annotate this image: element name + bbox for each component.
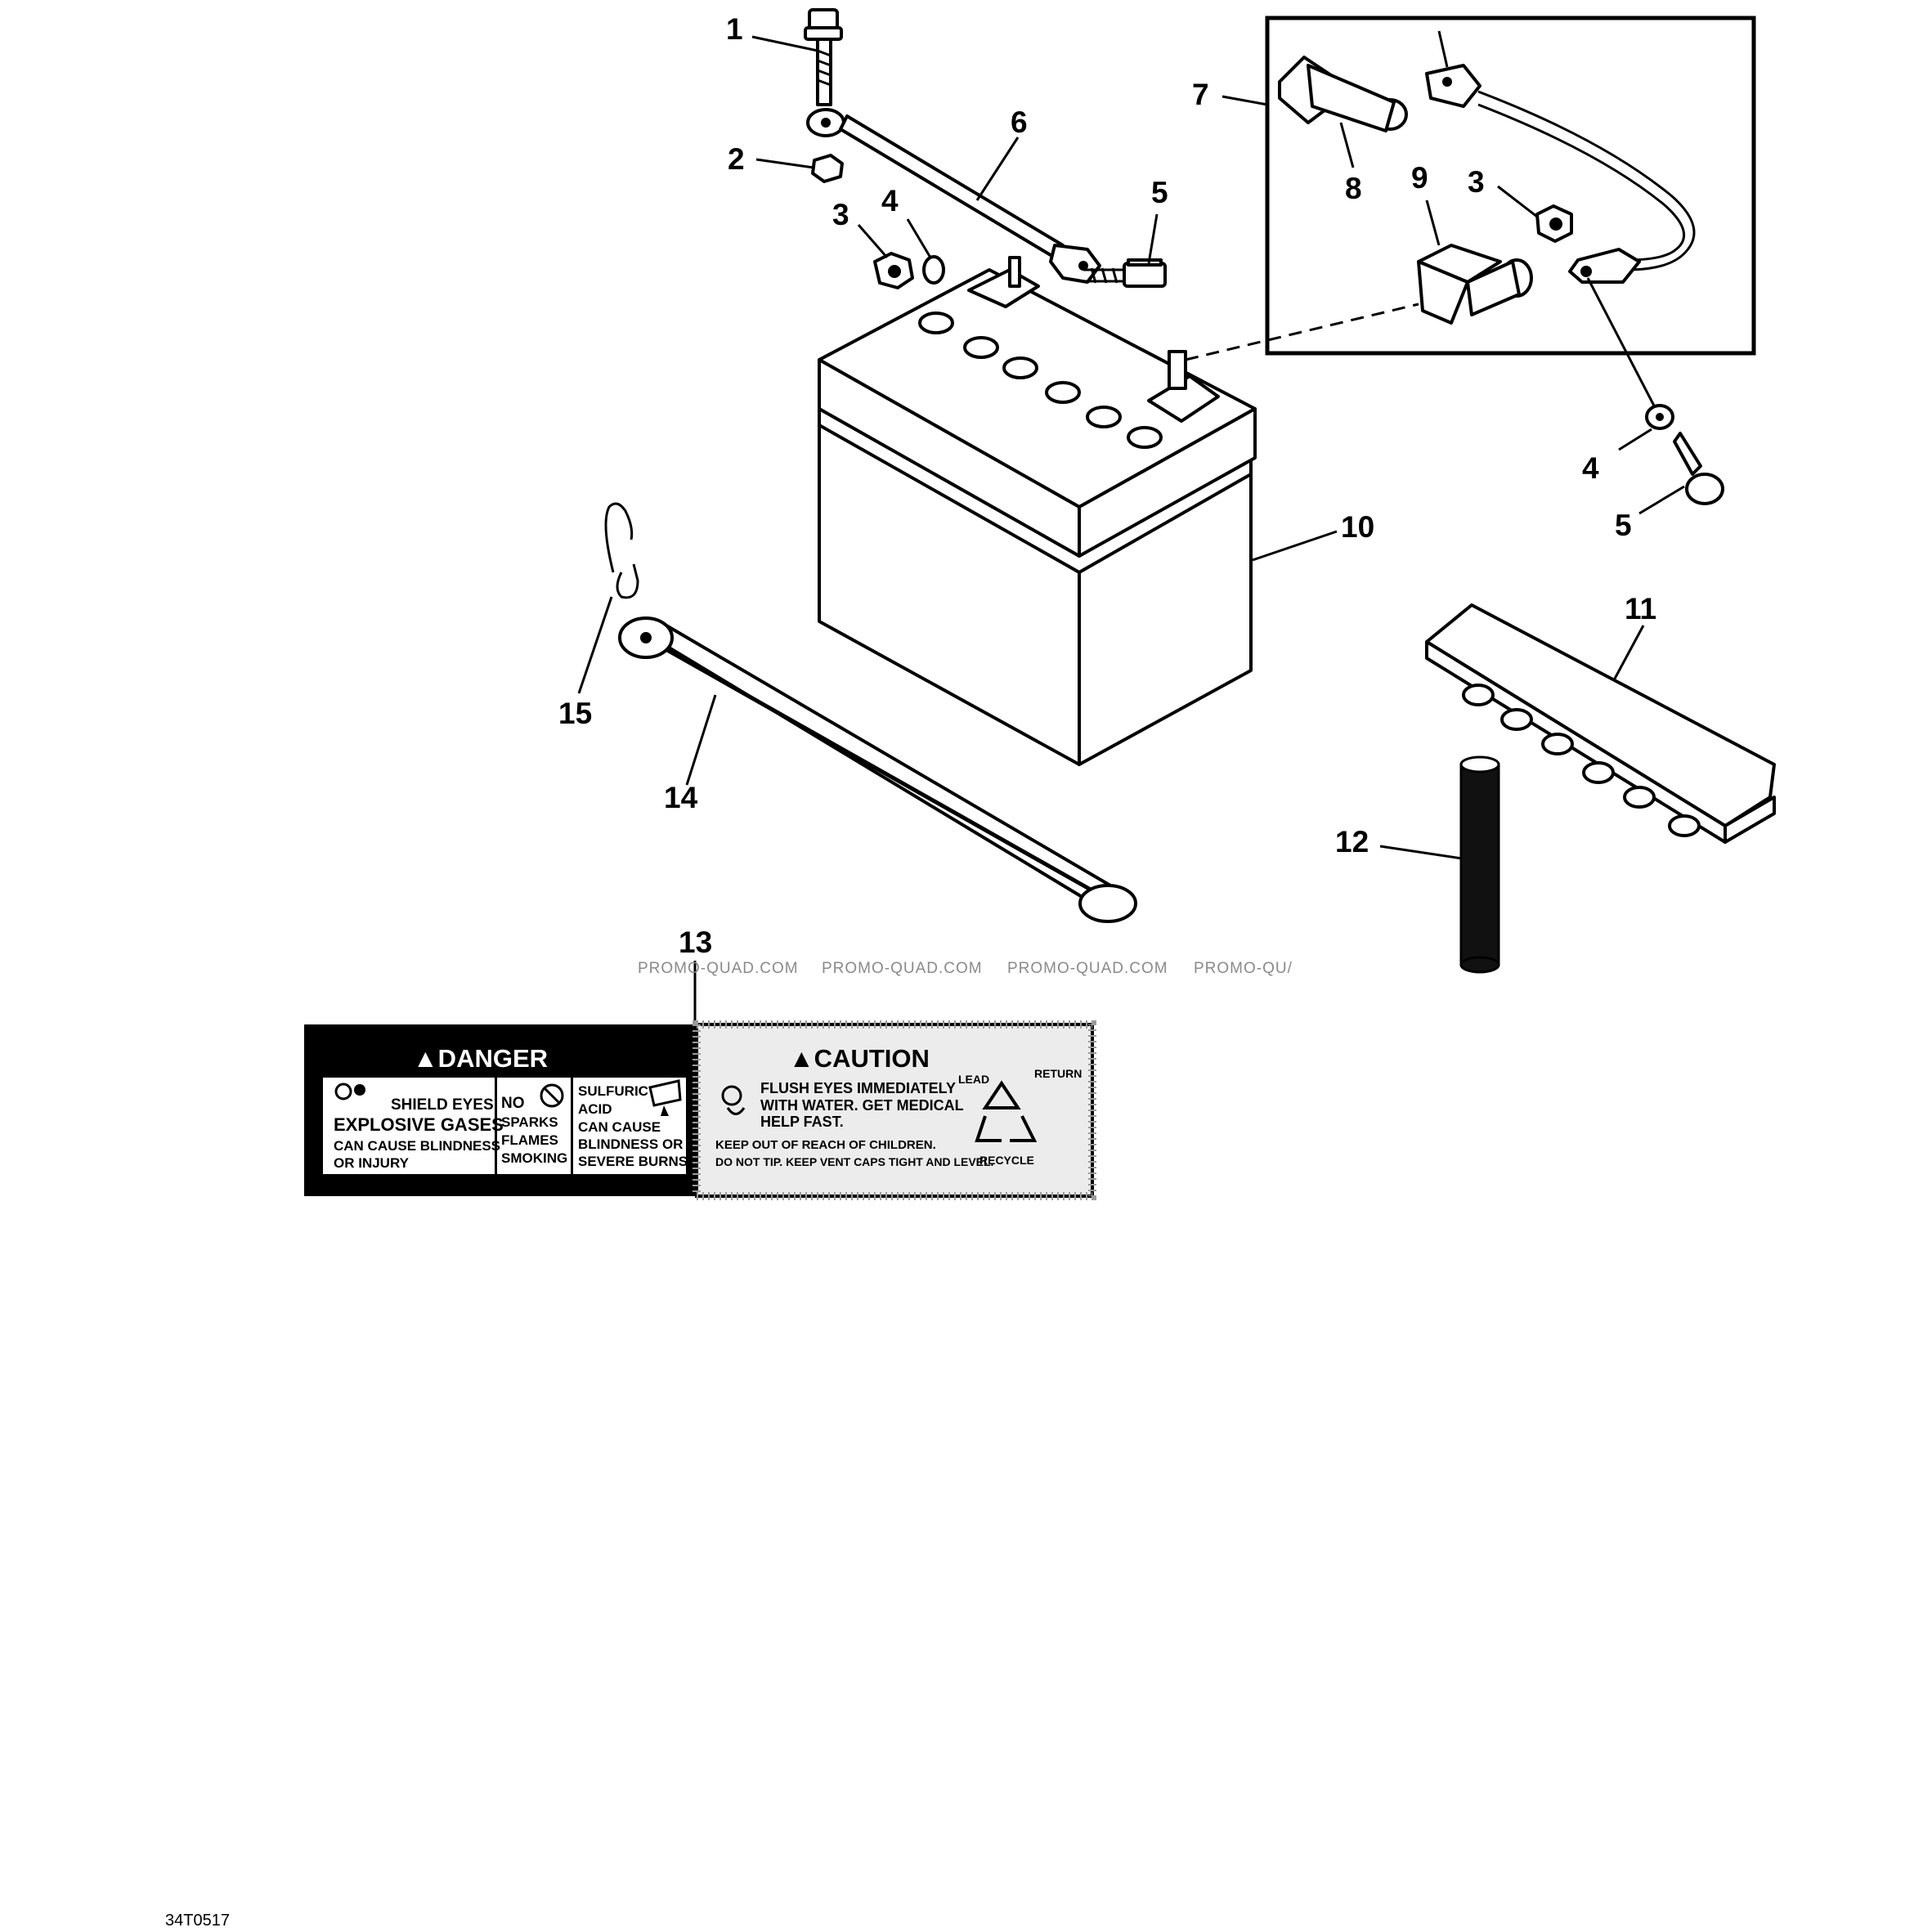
- callout-5: 5: [1151, 176, 1168, 209]
- danger-col1-line2: EXPLOSIVE GASES: [334, 1114, 504, 1135]
- danger-col3-line2: ACID: [578, 1101, 612, 1117]
- caution-line5: DO NOT TIP. KEEP VENT CAPS TIGHT AND LEV…: [715, 1155, 993, 1168]
- eye-protection-icon: [334, 1083, 365, 1100]
- callout-6: 6: [1011, 105, 1028, 139]
- cable-eye-guide: [1586, 277, 1657, 410]
- callout-10: 10: [1341, 510, 1374, 544]
- part-15-clip: [604, 502, 639, 599]
- acid-icon: [648, 1079, 682, 1116]
- callout-2: 2: [728, 142, 745, 176]
- danger-col2-line3: FLAMES: [501, 1132, 558, 1148]
- no-smoking-icon: [540, 1083, 564, 1108]
- part-4-washer-right: [1645, 404, 1674, 430]
- callout-1: 1: [726, 12, 743, 46]
- callout-14: 14: [664, 781, 698, 814]
- danger-col2-line1: NO: [501, 1095, 525, 1112]
- eye-wash-icon: [721, 1085, 746, 1115]
- caution-heading: ▲CAUTION: [789, 1044, 930, 1073]
- caution-line2: WITH WATER. GET MEDICAL: [760, 1097, 964, 1114]
- callout-12: 12: [1335, 825, 1369, 858]
- watermark-text: PROMO-QUAD.COM: [1007, 960, 1168, 977]
- danger-col1-line1: SHIELD EYES: [391, 1096, 494, 1114]
- watermark: PROMO-QUAD.COM PROMO-QUAD.COM PROMO-QUAD…: [638, 960, 1293, 977]
- danger-col1-line4: OR INJURY: [334, 1155, 410, 1171]
- danger-col2-line2: SPARKS: [501, 1114, 558, 1130]
- part-11-battery-holddown: [1425, 603, 1776, 844]
- callout-3-right: 3: [1468, 165, 1485, 199]
- recycle-icon: [975, 1080, 1038, 1142]
- figure-code: 34T0517: [165, 1912, 230, 1930]
- caution-line4: KEEP OUT OF REACH OF CHILDREN.: [715, 1138, 936, 1152]
- part-2-nut: [811, 154, 844, 183]
- callout-15: 15: [558, 697, 592, 730]
- callout-4: 4: [881, 184, 899, 217]
- part-3-nut-right: [1535, 204, 1573, 243]
- part-7-kit-box: [1265, 16, 1756, 356]
- part-10-battery: [818, 256, 1257, 766]
- danger-heading: ▲DANGER: [413, 1044, 548, 1073]
- caution-line1: FLUSH EYES IMMEDIATELY: [760, 1080, 956, 1096]
- connector-dashed-line: [1185, 303, 1419, 361]
- part-8-terminal-boot: [1278, 56, 1408, 132]
- part-1-bolt: [804, 8, 843, 106]
- part-5-bolt: [1083, 258, 1167, 288]
- callout-11: 11: [1625, 592, 1656, 625]
- recycle-label-lead: LEAD: [958, 1073, 989, 1086]
- callout-3: 3: [832, 198, 849, 231]
- part-13-warning-decal: ▲DANGER SHIELD EYES EXPLOSIVE GASES CAN …: [304, 1020, 1096, 1200]
- recycle-label-recycle: RECYCLE: [979, 1154, 1034, 1167]
- callout-13: 13: [679, 926, 712, 959]
- watermark-text: PROMO-QUAD.COM: [822, 960, 983, 977]
- callout-9: 9: [1411, 161, 1428, 195]
- part-5-bolt-right: [1673, 432, 1724, 505]
- danger-col3-line5: SEVERE BURNS: [578, 1154, 688, 1169]
- callout-numbers: 1 2 3 4 5 6 7 8 9 3 4 5 10 11 12 13 14 1…: [558, 12, 1656, 959]
- danger-col2-line4: SMOKING: [501, 1150, 567, 1166]
- callout-7: 7: [1192, 78, 1209, 111]
- part-9-terminal-cover: [1417, 244, 1533, 325]
- watermark-text: PROMO-QU/: [1194, 960, 1293, 977]
- callout-8: 8: [1345, 172, 1362, 205]
- part-6-battery-cable: [806, 108, 1101, 284]
- callout-4-right: 4: [1582, 451, 1599, 485]
- danger-col3-line3: CAN CAUSE: [578, 1119, 661, 1135]
- danger-col1-line3: CAN CAUSE BLINDNESS: [334, 1138, 500, 1154]
- part-14-strap: [618, 616, 1137, 923]
- part-4-washer: [922, 255, 945, 285]
- callout-5-right: 5: [1615, 509, 1632, 542]
- danger-col3-line1: SULFURIC: [578, 1083, 648, 1099]
- danger-col3-line4: BLINDNESS OR: [578, 1136, 683, 1152]
- part-3-nut: [873, 252, 914, 289]
- caution-line3: HELP FAST.: [760, 1114, 844, 1130]
- part-7-positive-cable: [1425, 64, 1696, 284]
- watermark-text: PROMO-QUAD.COM: [638, 960, 799, 977]
- recycle-label-return: RETURN: [1034, 1067, 1082, 1080]
- leader-lines: [577, 30, 1685, 1026]
- part-12-rod: [1459, 755, 1500, 974]
